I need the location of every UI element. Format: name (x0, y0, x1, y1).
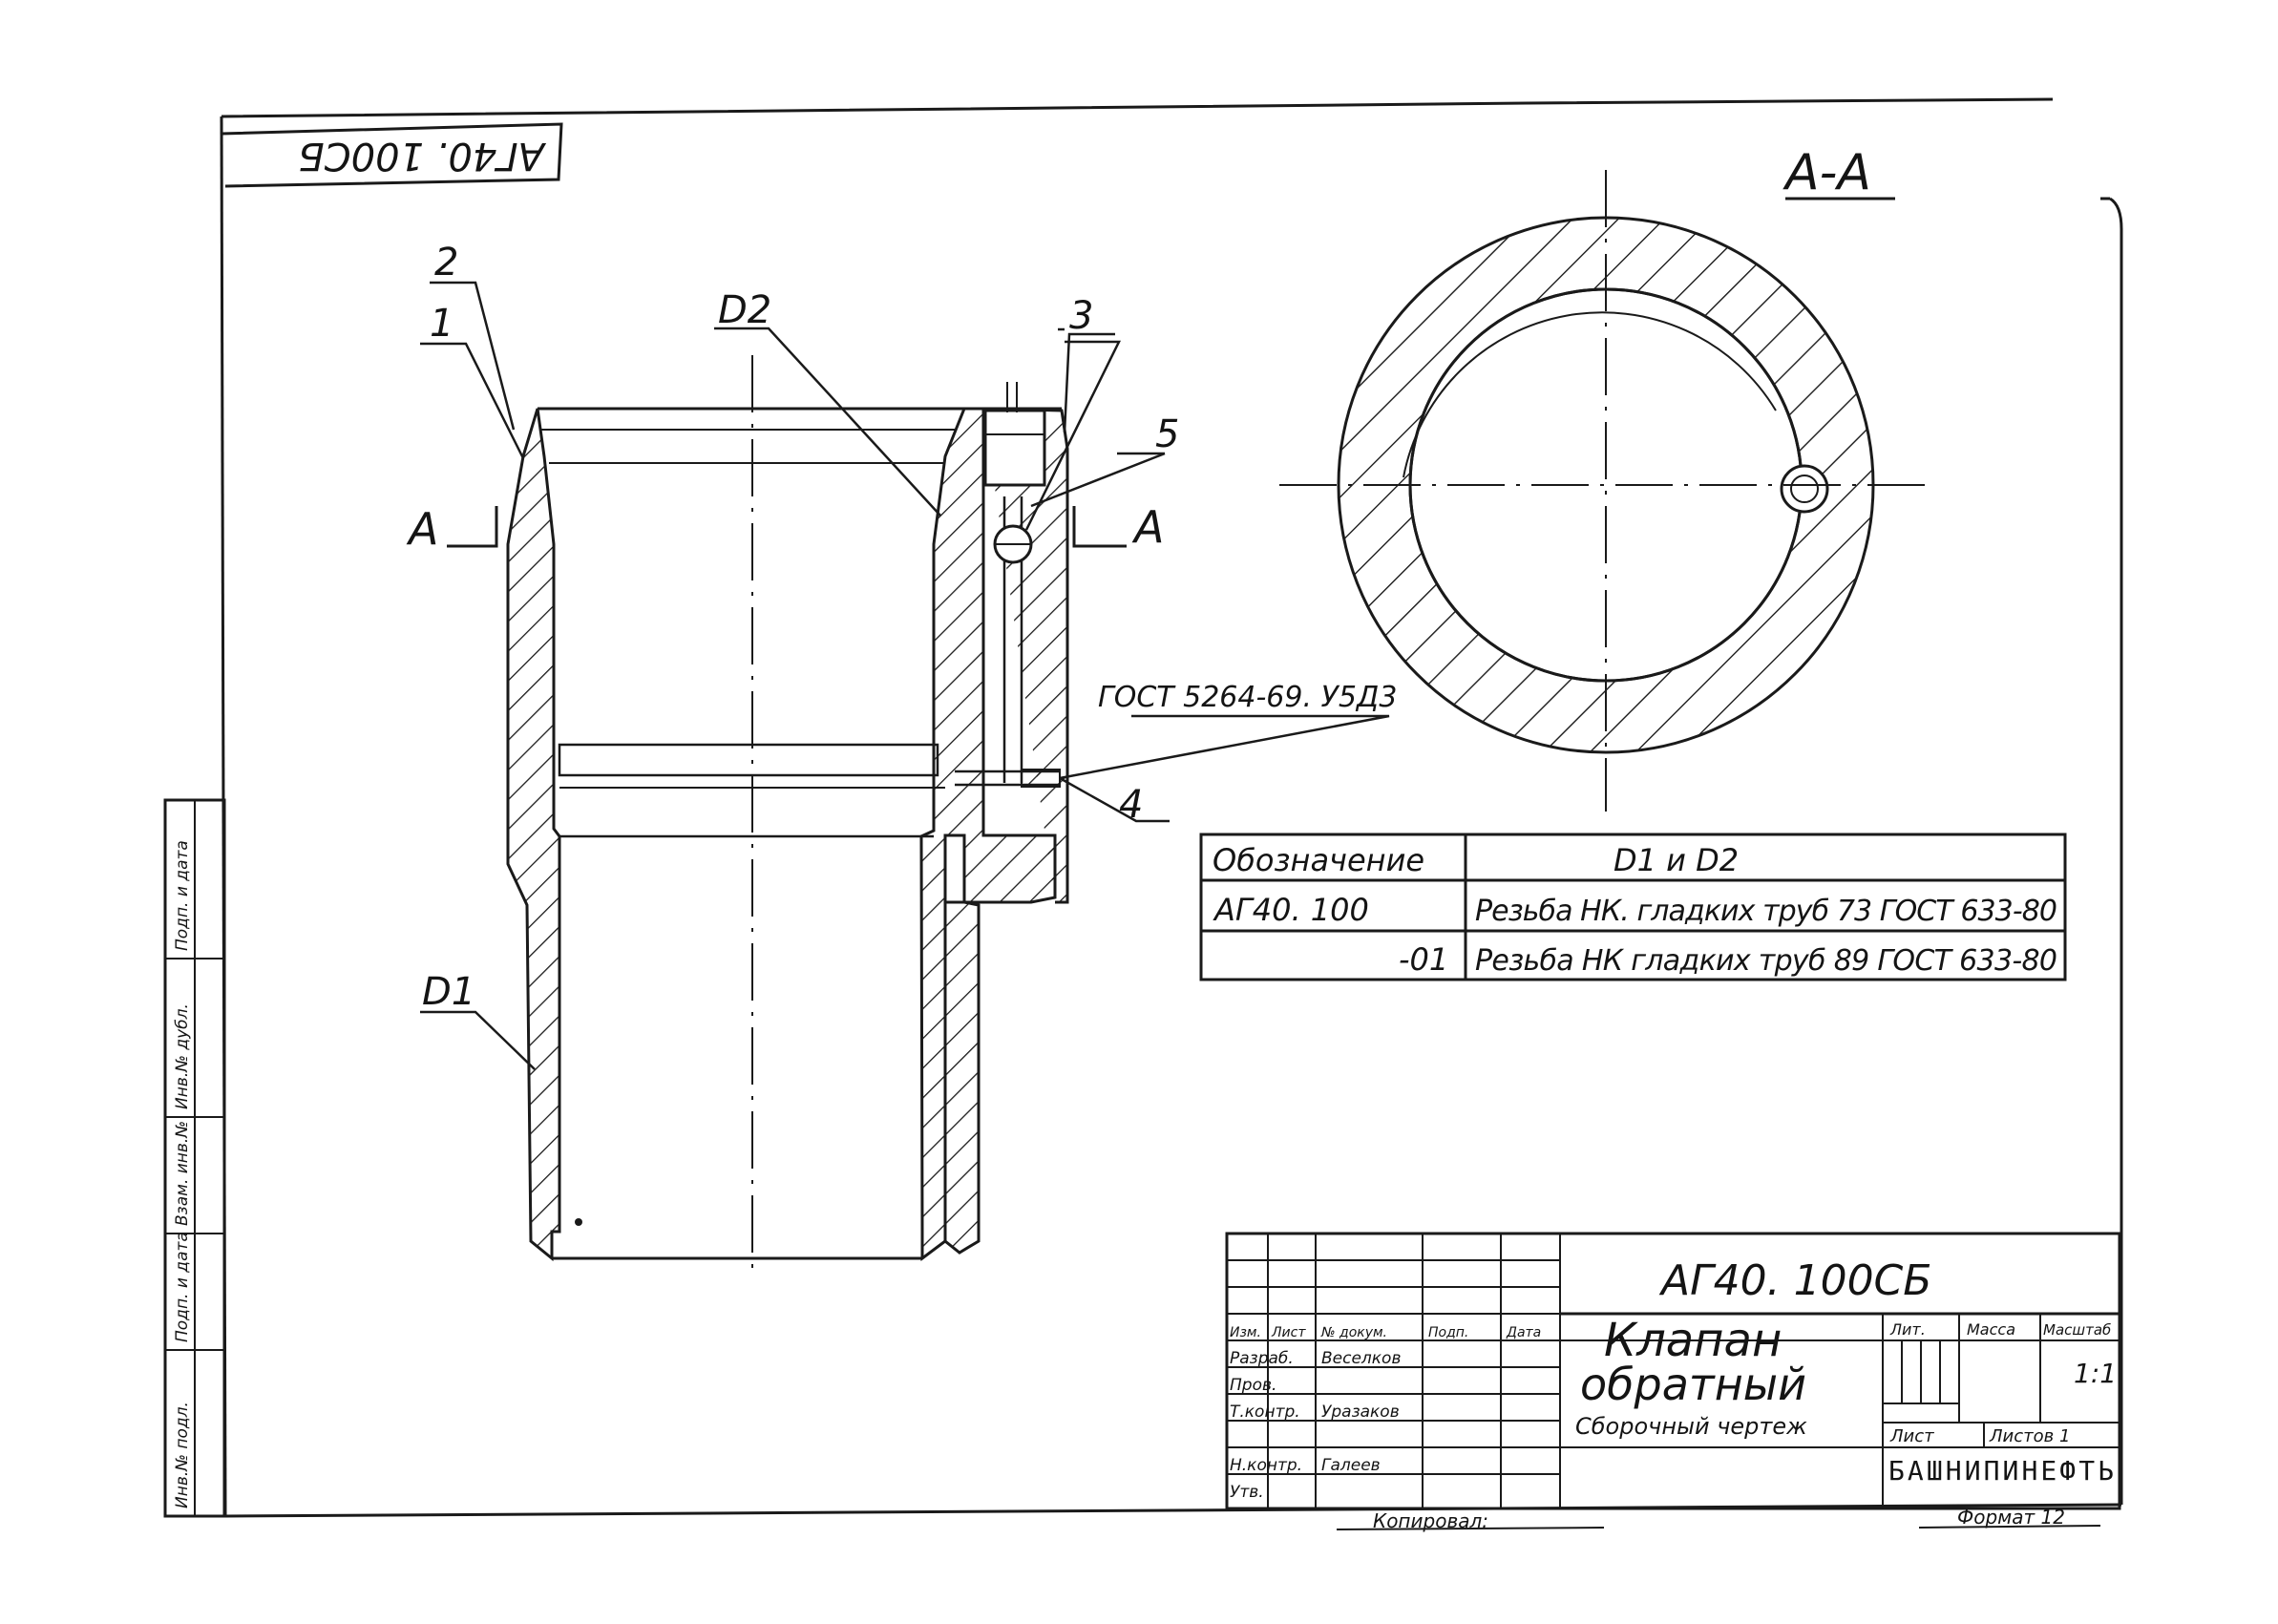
table-header-designation: Обозначение (1213, 842, 1424, 878)
table-header-thread: D1 и D2 (1614, 842, 1739, 878)
item-label-3: 3 (1069, 294, 1093, 338)
title-scale-label: Масштаб (2043, 1321, 2111, 1339)
valve-section-view: А А 2 1 3 5 4 D2 D1 ГОСТ 5264-69. У5Д3 (406, 241, 1397, 1279)
body-right-wall (919, 407, 1057, 1261)
title-name-2: Уразаков (1321, 1403, 1400, 1422)
title-role-4: Н.контр. (1230, 1456, 1302, 1475)
body-lower-right (943, 900, 981, 1255)
title-block: Изм. Лист № докум. Подп. Дата Разраб. Пр… (1225, 1232, 2121, 1510)
title-col-header-2: Лист (1271, 1325, 1306, 1340)
title-role-5: Утв. (1230, 1483, 1264, 1502)
format-label: Формат 12 (1957, 1506, 2065, 1529)
title-col-header-1: Изм. (1230, 1325, 1261, 1340)
table-row-1-designation: АГ40. 100 (1213, 892, 1369, 928)
title-sheet-label: Лист (1889, 1426, 1934, 1446)
title-doc-type: Сборочный чертеж (1575, 1413, 1807, 1440)
title-lit-label: Лит. (1889, 1320, 1926, 1339)
title-name-3: Галеев (1321, 1456, 1381, 1475)
title-role-3: Т.контр. (1230, 1403, 1300, 1422)
title-name-line1: Клапан (1604, 1314, 1782, 1367)
title-scale-value: 1:1 (2074, 1358, 2117, 1389)
section-mark-left: А (406, 503, 438, 555)
top-stamp-box: АГ40. 100СБ (221, 122, 563, 188)
title-name-1: Веселков (1321, 1349, 1401, 1368)
section-aa-view: А-А (1279, 144, 1929, 812)
title-doc-code: АГ40. 100СБ (1658, 1256, 1931, 1305)
top-stamp-code: АГ40. 100СБ (298, 134, 547, 178)
title-mass-label: Масса (1967, 1320, 2015, 1339)
section-aa-title: А-А (1782, 144, 1871, 201)
item-label-5: 5 (1155, 412, 1179, 456)
section-mark-right: А (1131, 501, 1164, 553)
title-role-2: Пров. (1230, 1376, 1276, 1395)
side-stamp-label-4: Инв.№ дубл. (173, 1003, 192, 1109)
item-label-2: 2 (434, 241, 458, 285)
side-stamp-label-3: Взам. инв.№ (173, 1121, 192, 1226)
section-aa-ball (1780, 464, 1829, 514)
title-col-header-3: № докум. (1320, 1325, 1387, 1340)
dim-label-d2: D2 (718, 288, 771, 332)
title-col-header-5: Дата (1506, 1325, 1541, 1340)
body-left-wall (506, 408, 561, 1262)
plug-screw (983, 409, 1046, 487)
title-sheets-label: Листов 1 (1989, 1426, 2070, 1446)
title-col-header-4: Подп. (1428, 1325, 1468, 1340)
table-row-1-thread: Резьба НК. гладких труб 73 ГОСТ 633-80 (1475, 895, 2057, 928)
side-stamp-label-2: Подп. и дата (173, 1232, 192, 1342)
variants-table: Обозначение D1 и D2 АГ40. 100 Резьба НК.… (1199, 833, 2067, 981)
title-organization: БАШНИПИНЕФТЬ (1888, 1455, 2114, 1487)
gost-weld-note: ГОСТ 5264-69. У5Д3 (1098, 681, 1397, 714)
side-stamp: Инв.№ подл. Подп. и дата Взам. инв.№ Инв… (163, 798, 226, 1518)
title-role-1: Разраб. (1230, 1349, 1294, 1368)
title-name-line2: обратный (1580, 1359, 1806, 1410)
table-row-2-thread: Резьба НК гладких труб 89 ГОСТ 633-80 (1475, 944, 2057, 978)
side-stamp-label-5: Подп. и дата (173, 840, 192, 951)
side-stamp-label-1: Инв.№ подл. (173, 1402, 192, 1508)
item-label-1: 1 (430, 302, 453, 346)
dim-label-d1: D1 (422, 970, 475, 1014)
item-label-4: 4 (1119, 783, 1143, 827)
table-row-2-designation: -01 (1399, 941, 1448, 978)
